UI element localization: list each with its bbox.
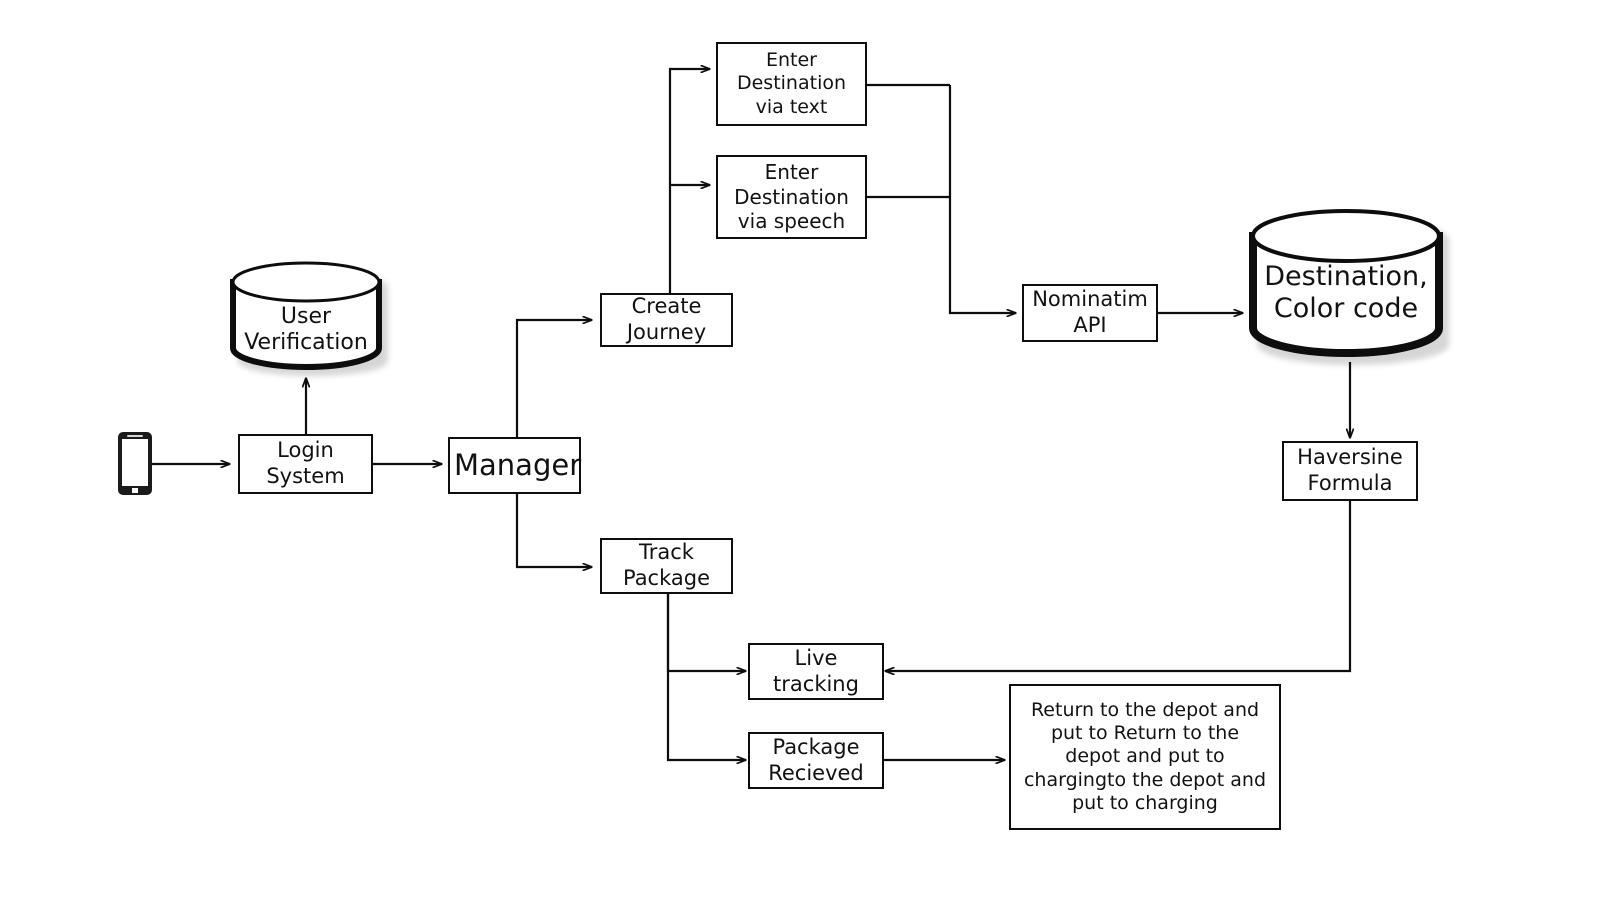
- edge-track-package-to-live-tracking: [666, 594, 746, 671]
- node-enter-destination-via-text[interactable]: Enter Destination via text: [716, 42, 867, 126]
- edge-track-package-to-package-recieved: [666, 594, 746, 760]
- node-create-journey-label: Create Journey: [626, 294, 707, 344]
- database-user-verification[interactable]: User Verification: [230, 261, 388, 376]
- node-nominatim-api[interactable]: Nominatim API: [1022, 284, 1158, 342]
- phone-home-button-icon: [132, 488, 138, 493]
- node-enter-destination-via-speech-label: Enter Destination via speech: [734, 160, 849, 234]
- node-nominatim-api-label: Nominatim API: [1032, 287, 1148, 337]
- database-destination-color-code[interactable]: Destination, Color code: [1249, 209, 1449, 365]
- cylinder-shape-icon: [1249, 209, 1443, 357]
- node-manager[interactable]: Manager: [448, 437, 581, 494]
- node-login-system-label: Login System: [266, 438, 345, 488]
- edge-manager-to-track-package: [515, 492, 592, 567]
- edge-create-journey-to-enter-text: [668, 69, 710, 293]
- node-live-tracking[interactable]: Live tracking: [748, 643, 884, 700]
- smartphone-icon: [118, 432, 152, 495]
- edge-haversine-to-live-tracking: [885, 501, 1352, 671]
- node-return-to-depot[interactable]: Return to the depot and put to Return to…: [1009, 684, 1281, 830]
- node-haversine-formula-label: Haversine Formula: [1297, 445, 1403, 495]
- node-package-recieved-label: Package Recieved: [768, 734, 864, 785]
- phone-screen: [122, 439, 148, 486]
- node-return-to-depot-label: Return to the depot and put to Return to…: [1023, 699, 1267, 814]
- database-destination-color-code-label: Destination, Color code: [1264, 261, 1428, 325]
- database-user-verification-label: User Verification: [244, 304, 368, 356]
- edge-junction-to-nominatim: [948, 85, 1016, 313]
- node-enter-destination-via-speech[interactable]: Enter Destination via speech: [716, 155, 867, 239]
- phone-speaker-icon: [127, 435, 143, 437]
- node-package-recieved[interactable]: Package Recieved: [748, 732, 884, 789]
- cylinder-shape-icon: [230, 261, 382, 370]
- node-live-tracking-label: Live tracking: [773, 645, 859, 696]
- node-manager-label: Manager: [454, 447, 582, 482]
- edge-manager-to-create-journey: [515, 320, 592, 437]
- node-create-journey[interactable]: Create Journey: [600, 293, 733, 347]
- node-login-system[interactable]: Login System: [238, 434, 373, 494]
- node-enter-destination-via-text-label: Enter Destination via text: [736, 49, 847, 118]
- node-haversine-formula[interactable]: Haversine Formula: [1282, 441, 1418, 501]
- node-track-package[interactable]: Track Package: [600, 538, 733, 594]
- node-track-package-label: Track Package: [622, 540, 711, 590]
